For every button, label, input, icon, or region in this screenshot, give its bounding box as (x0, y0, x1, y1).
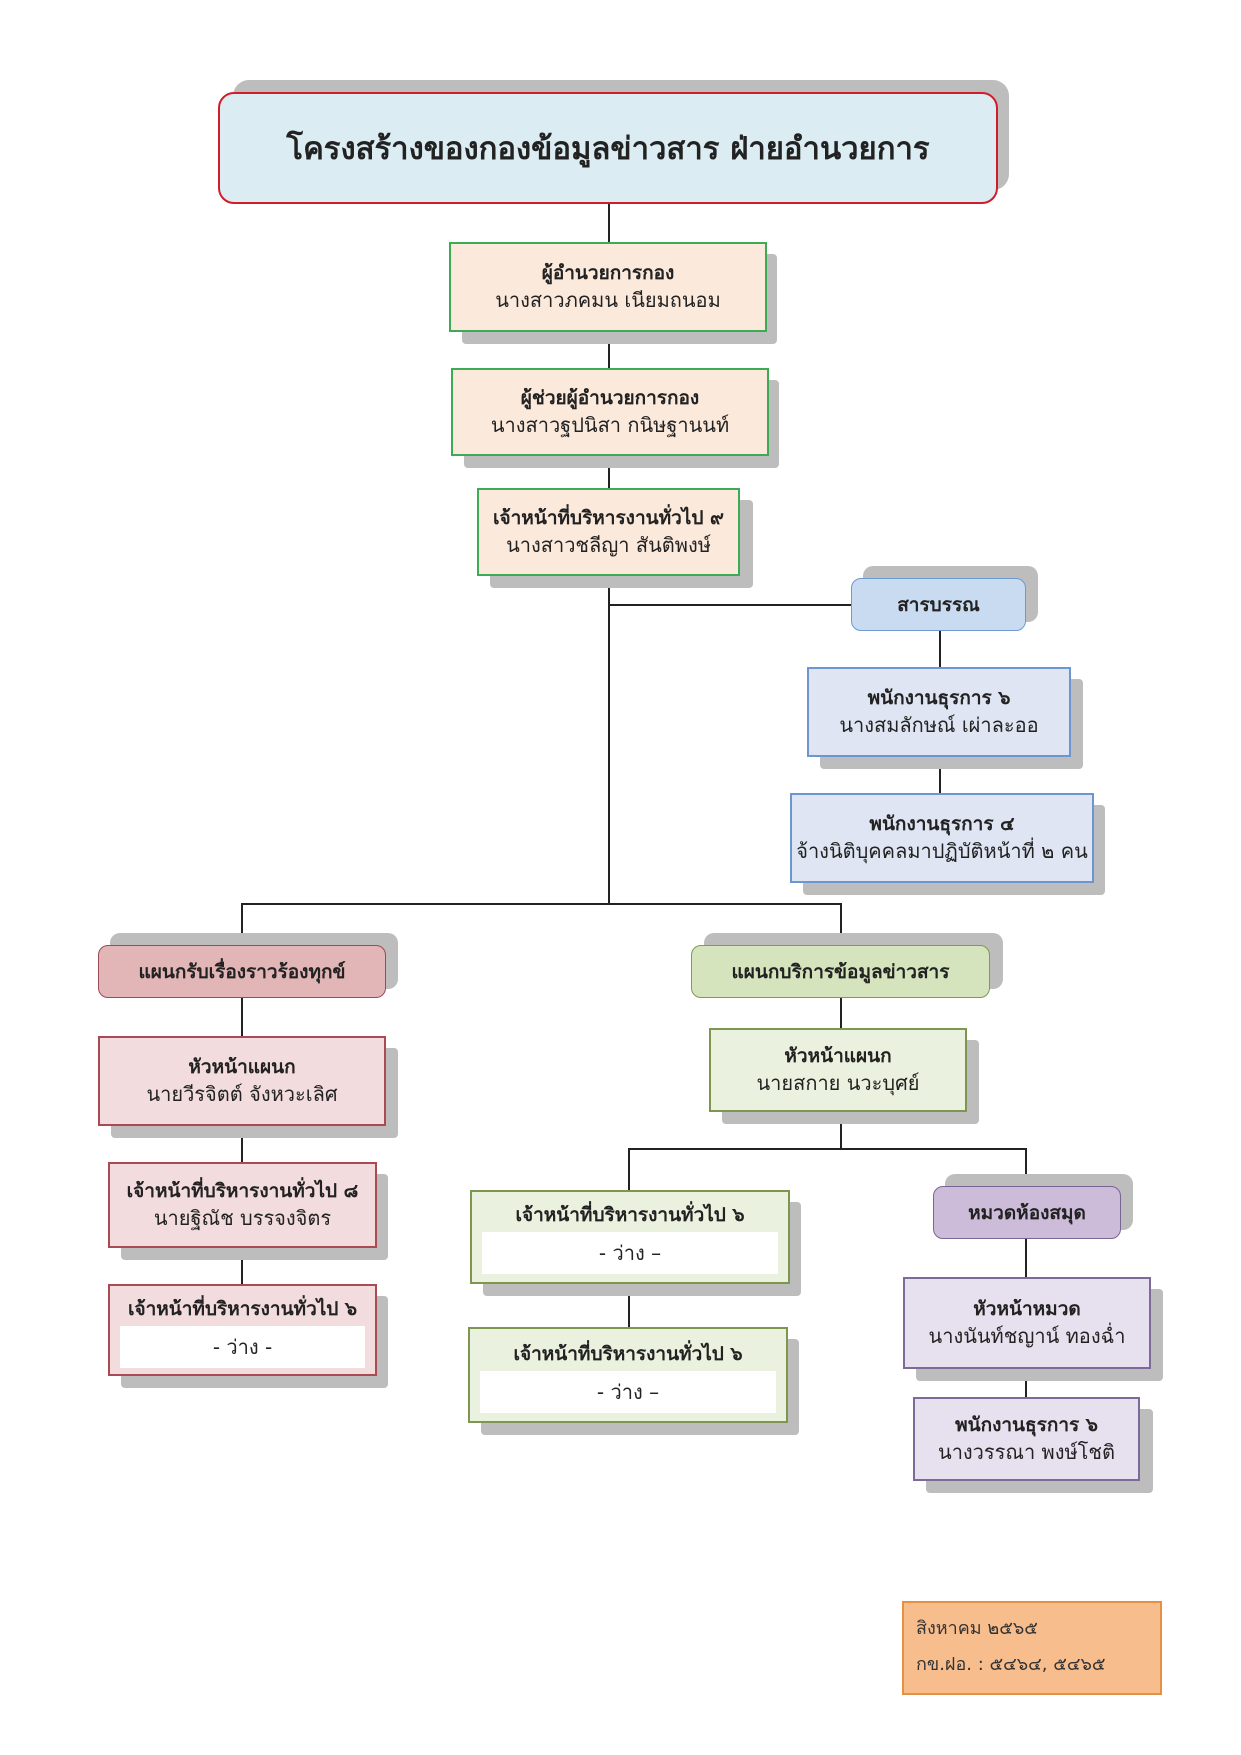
connector-info-head (840, 998, 842, 1028)
library-unit-header: หมวดห้องสมุด (933, 1186, 1121, 1239)
complaints-officer6-title: เจ้าหน้าที่บริหารงานทั่วไป ๖ (127, 1298, 358, 1320)
connector-to-info-service (840, 903, 842, 945)
assistant-director-title: ผู้ช่วยผู้อำนวยการกอง (520, 387, 700, 409)
connector-saraban-clerk6 (939, 631, 941, 667)
complaints-section-label: แผนกรับเรื่องราวร้องทุกข์ (138, 960, 346, 983)
saraban-clerk4-title: พนักงานธุรการ ๔ (869, 813, 1015, 835)
saraban-clerk4-box: พนักงานธุรการ ๔ จ้างนิติบุคคลมาปฏิบัติหน… (790, 793, 1094, 883)
connector-title-director (608, 204, 610, 242)
general-officer-9-title: เจ้าหน้าที่บริหารงานทั่วไป ๙ (493, 507, 724, 529)
complaints-head-title: หัวหน้าแผนก (188, 1056, 296, 1078)
complaints-officer6-box: เจ้าหน้าที่บริหารงานทั่วไป ๖ - ว่าง - (108, 1284, 377, 1376)
complaints-head-box: หัวหน้าแผนก นายวีรจิตต์ จังหวะเลิศ (98, 1036, 386, 1126)
library-head-title: หัวหน้าหมวด (973, 1298, 1081, 1320)
complaints-officer6-vacant: - ว่าง - (120, 1326, 365, 1368)
info-head-box: หัวหน้าแผนก นายสกาย นวะบุศย์ (709, 1028, 967, 1112)
library-unit-label: หมวดห้องสมุด (968, 1201, 1086, 1224)
footnote-box: สิงหาคม ๒๕๖๕ กข.ฝอ. : ๕๔๖๔, ๕๔๖๕ (902, 1601, 1162, 1695)
assistant-director-box: ผู้ช่วยผู้อำนวยการกอง นางสาวฐปนิสา กนิษฐ… (451, 368, 769, 456)
chart-title-text: โครงสร้างของกองข้อมูลข่าวสาร ฝ่ายอำนวยกา… (286, 131, 930, 167)
library-clerk6-box: พนักงานธุรการ ๖ นางวรรณา พงษ์โชติ (913, 1397, 1140, 1481)
library-head-name: นางนันท์ชญาน์ ทองฉ่ำ (928, 1324, 1126, 1348)
saraban-label: สารบรรณ (897, 593, 980, 616)
connector-to-saraban (608, 604, 851, 606)
assistant-director-name: นางสาวฐปนิสา กนิษฐานนท์ (490, 413, 730, 437)
connector-assistant-officer9 (608, 456, 610, 488)
complaints-head-name: นายวีรจิตต์ จังหวะเลิศ (146, 1082, 338, 1106)
connector-to-officer6a (628, 1148, 630, 1190)
connector-info-head-down (840, 1112, 842, 1149)
connector-to-complaints (241, 903, 243, 945)
director-name: นางสาวภคมน เนียมถนอม (495, 288, 721, 312)
info-service-section-header: แผนกบริการข้อมูลข่าวสาร (691, 945, 990, 998)
connector-to-library (1025, 1148, 1027, 1186)
connector-director-assistant (608, 332, 610, 368)
chart-title: โครงสร้างของกองข้อมูลข่าวสาร ฝ่ายอำนวยกา… (218, 92, 998, 204)
complaints-officer8-box: เจ้าหน้าที่บริหารงานทั่วไป ๘ นายฐิณัช บร… (108, 1162, 377, 1248)
connector-section-branch (241, 903, 842, 905)
footnote-date: สิงหาคม ๒๕๖๕ (916, 1618, 1038, 1639)
connector-clerk6-clerk4 (939, 757, 941, 793)
info-officer6b-vacant: - ว่าง – (480, 1371, 776, 1413)
info-head-name: นายสกาย นวะบุศย์ (756, 1071, 920, 1095)
info-officer6a-box: เจ้าหน้าที่บริหารงานทั่วไป ๖ - ว่าง – (470, 1190, 790, 1284)
connector-main-trunk (608, 576, 610, 903)
complaints-officer8-name: นายฐิณัช บรรจงจิตร (153, 1206, 332, 1230)
general-officer-9-box: เจ้าหน้าที่บริหารงานทั่วไป ๙ นางสาวชลีญา… (477, 488, 740, 576)
connector-lib-head-clerk (1025, 1369, 1027, 1397)
connector-officer6a-officer6b (628, 1284, 630, 1327)
saraban-clerk4-name: จ้างนิติบุคคลมาปฏิบัติหน้าที่ ๒ คน (796, 839, 1088, 863)
library-clerk6-name: นางวรรณา พงษ์โชติ (938, 1440, 1115, 1464)
info-officer6b-title: เจ้าหน้าที่บริหารงานทั่วไป ๖ (513, 1343, 743, 1365)
library-head-box: หัวหน้าหมวด นางนันท์ชญาน์ ทองฉ่ำ (903, 1277, 1151, 1369)
complaints-section-header: แผนกรับเรื่องราวร้องทุกข์ (98, 945, 386, 998)
connector-info-branch (628, 1148, 1027, 1150)
general-officer-9-name: นางสาวชลีญา สันติพงษ์ (506, 533, 711, 557)
info-service-section-label: แผนกบริการข้อมูลข่าวสาร (731, 960, 950, 983)
info-officer6a-title: เจ้าหน้าที่บริหารงานทั่วไป ๖ (515, 1204, 745, 1226)
saraban-clerk6-box: พนักงานธุรการ ๖ นางสมลักษณ์ เผ่าละออ (807, 667, 1071, 757)
connector-head-officer8 (241, 1126, 243, 1162)
saraban-clerk6-title: พนักงานธุรการ ๖ (867, 687, 1011, 709)
connector-officer8-officer6 (241, 1248, 243, 1284)
connector-library-head (1025, 1239, 1027, 1277)
info-officer6b-box: เจ้าหน้าที่บริหารงานทั่วไป ๖ - ว่าง – (468, 1327, 788, 1423)
director-box: ผู้อำนวยการกอง นางสาวภคมน เนียมถนอม (449, 242, 767, 332)
complaints-officer8-title: เจ้าหน้าที่บริหารงานทั่วไป ๘ (126, 1180, 359, 1202)
saraban-clerk6-name: นางสมลักษณ์ เผ่าละออ (839, 713, 1039, 737)
info-head-title: หัวหน้าแผนก (784, 1045, 892, 1067)
connector-complaints-head (241, 998, 243, 1036)
footnote-phone: กข.ฝอ. : ๕๔๖๔, ๕๔๖๕ (916, 1654, 1106, 1675)
director-title: ผู้อำนวยการกอง (541, 262, 675, 284)
saraban-header: สารบรรณ (851, 578, 1026, 631)
info-officer6a-vacant: - ว่าง – (482, 1232, 778, 1274)
library-clerk6-title: พนักงานธุรการ ๖ (955, 1414, 1098, 1436)
